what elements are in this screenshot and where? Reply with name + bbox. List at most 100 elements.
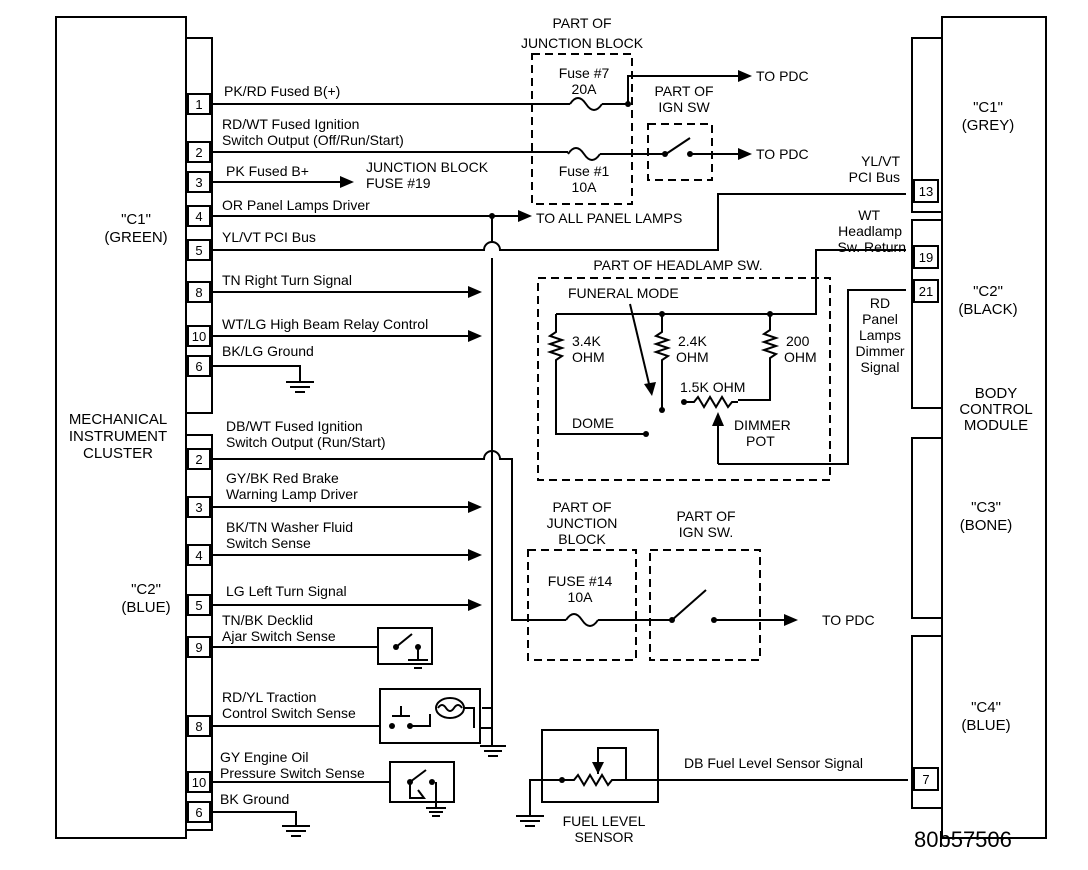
instrument-cluster: MECHANICAL INSTRUMENT CLUSTER "C1" (GREE… <box>55 16 213 839</box>
pin-c2-8: 8 <box>195 719 202 734</box>
wire-label-c1-5: YL/VT PCI Bus <box>222 229 316 245</box>
headlamp-return-wire <box>556 249 906 315</box>
cluster-c1-pins: 1 2 3 4 5 8 10 6 <box>187 93 211 377</box>
pin-c2-4: 4 <box>195 548 202 563</box>
fuse-1-label: Fuse #1 <box>559 163 610 179</box>
c2-wire-labels: DB/WT Fused Ignition Switch Output (Run/… <box>220 418 386 807</box>
headlamp-return-2: Headlamp <box>838 223 902 239</box>
bcm-c1-label: "C1" <box>973 99 1003 116</box>
ground-symbol-fuel <box>516 815 544 827</box>
dimmer-signal-2: Panel <box>862 311 898 327</box>
wire-label-c2-9b: Ajar Switch Sense <box>222 628 336 644</box>
headlamp-return-1: WT <box>858 207 880 223</box>
bcm-c2-color: (BLACK) <box>958 301 1017 318</box>
pin-c1-6: 6 <box>195 359 202 374</box>
wire-label-c2-6: BK Ground <box>220 791 289 807</box>
cluster-name-3: CLUSTER <box>83 445 153 462</box>
r24-unit: OHM <box>676 349 709 365</box>
fuse-14-label: FUSE #14 <box>548 573 613 589</box>
wire-label-c1-3: PK Fused B+ <box>226 163 309 179</box>
cluster-c2-connector <box>185 434 213 831</box>
cluster-c1-label: "C1" <box>121 211 151 228</box>
dimmer-signal-1: RD <box>870 295 890 311</box>
wire-label-c1-2b: Switch Output (Off/Run/Start) <box>222 132 404 148</box>
pin-bcm-21: 21 <box>919 284 933 299</box>
wire-label-c2-4a: BK/TN Washer Fluid <box>226 519 353 535</box>
pci-bus-label-1: YL/VT <box>861 153 900 169</box>
wire-label-c2-4b: Switch Sense <box>226 535 311 551</box>
pin-c2-10: 10 <box>192 775 206 790</box>
bcm-c3-color: (BONE) <box>960 517 1013 534</box>
wire-label-c1-2a: RD/WT Fused Ignition <box>222 116 359 132</box>
bcm-c2-label: "C2" <box>973 283 1003 300</box>
fuel-sensor-label-1: FUEL LEVEL <box>563 813 646 829</box>
r24-value: 2.4K <box>678 333 707 349</box>
fuse-7-rating: 20A <box>572 81 598 97</box>
cluster-c1-color: (GREEN) <box>104 229 167 246</box>
r200-unit: OHM <box>784 349 817 365</box>
cluster-name-2: INSTRUMENT <box>69 428 167 445</box>
funeral-mode-arrow <box>644 382 656 396</box>
pin-c1-4: 4 <box>195 209 202 224</box>
wire-label-c2-2a: DB/WT Fused Ignition <box>226 418 363 434</box>
fuse-14-symbol <box>565 613 599 627</box>
resistor-1-5k <box>684 395 738 409</box>
instrument-cluster-body <box>55 16 187 839</box>
jb-bottom-2: JUNCTION <box>547 515 618 531</box>
bcm-name-3: MODULE <box>964 417 1028 434</box>
wire-label-c2-2b: Switch Output (Run/Start) <box>226 434 386 450</box>
headlamp-switch-title: PART OF HEADLAMP SW. <box>593 257 762 273</box>
to-pdc-label-2: TO PDC <box>756 146 809 162</box>
ground-symbol-c1 <box>286 381 314 393</box>
bcm-wire-labels: YL/VT PCI Bus WT Headlamp Sw. Return RD … <box>838 153 906 375</box>
dome-label: DOME <box>572 415 614 431</box>
arrow-to-pdc-2 <box>738 148 752 160</box>
dimmer-pot-1: DIMMER <box>734 417 791 433</box>
bcm-name-1: BODY <box>975 385 1018 402</box>
ign-switch-top-blade <box>665 137 691 155</box>
cluster-c2-label: "C2" <box>131 581 161 598</box>
ground-symbol-traction <box>480 745 506 757</box>
arrow-to-pdc-3 <box>784 614 798 626</box>
pin-c1-10: 10 <box>192 329 206 344</box>
wire-label-c2-8a: RD/YL Traction <box>222 689 316 705</box>
to-pdc-label-3: TO PDC <box>822 612 875 628</box>
bcm-c3-connector <box>911 437 943 619</box>
pin-c1-1: 1 <box>195 97 202 112</box>
pin-c1-3: 3 <box>195 175 202 190</box>
bcm-c3-label: "C3" <box>971 499 1001 516</box>
jb-top-title-2: JUNCTION BLOCK <box>521 35 644 51</box>
pin-c2-3: 3 <box>195 500 202 515</box>
junction-block-bottom-outline <box>527 549 637 661</box>
dimmer-pot-wiper <box>712 412 724 426</box>
fuel-sensor-signal-wire <box>529 773 908 816</box>
resistor-200 <box>738 314 780 401</box>
r15-value: 1.5K OHM <box>680 379 745 395</box>
pin-bcm-7: 7 <box>922 772 929 787</box>
ign-switch-bottom-blade <box>671 589 707 621</box>
funeral-mode-label: FUNERAL MODE <box>568 285 679 301</box>
fuel-signal-label: DB Fuel Level Sensor Signal <box>684 755 863 771</box>
pin-c2-6: 6 <box>195 805 202 820</box>
jb-fuse19-number: FUSE #19 <box>366 175 431 191</box>
wire-label-c1-6: BK/LG Ground <box>222 343 314 359</box>
wire-label-c2-10a: GY Engine Oil <box>220 749 308 765</box>
pin-c1-5: 5 <box>195 243 202 258</box>
headlamp-switch: PART OF HEADLAMP SW. FUNERAL MODE 3.4K O… <box>537 249 906 481</box>
bcm-c4-label: "C4" <box>971 699 1001 716</box>
dimmer-signal-3: Lamps <box>859 327 901 343</box>
wire-label-c2-10b: Pressure Switch Sense <box>220 765 365 781</box>
wire-label-c2-3b: Warning Lamp Driver <box>226 486 358 502</box>
bcm-c1-color: (GREY) <box>962 117 1015 134</box>
wire-label-c2-8b: Control Switch Sense <box>222 705 356 721</box>
pin-c2-2: 2 <box>195 452 202 467</box>
fuse-14-rating: 10A <box>568 589 594 605</box>
r34-unit: OHM <box>572 349 605 365</box>
ign-sw-top-1: PART OF <box>654 83 713 99</box>
arrow-panel-lamps <box>518 210 532 222</box>
to-pdc-label-1: TO PDC <box>756 68 809 84</box>
wire-label-c2-9a: TN/BK Decklid <box>222 612 313 628</box>
pci-bus-wire <box>212 193 906 251</box>
